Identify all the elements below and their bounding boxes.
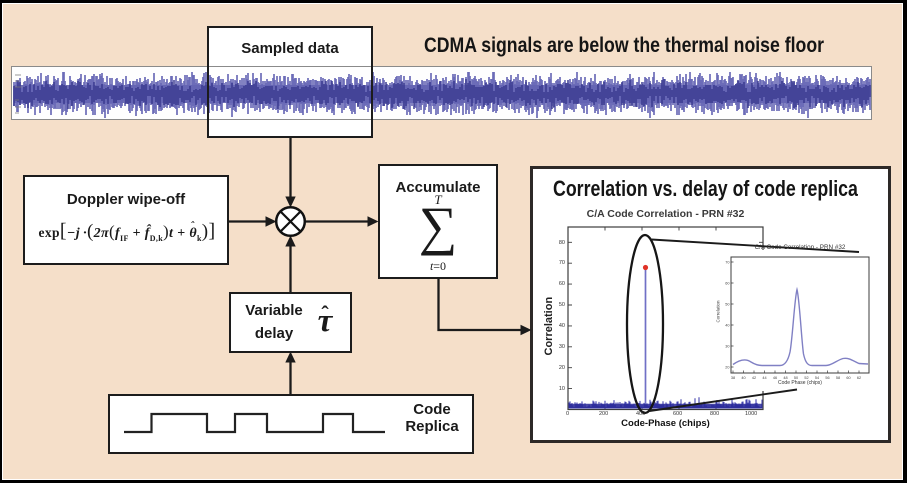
svg-text:58: 58 bbox=[836, 376, 840, 380]
svg-text:46: 46 bbox=[773, 376, 777, 380]
svg-text:44: 44 bbox=[762, 376, 766, 380]
svg-text:50: 50 bbox=[794, 376, 798, 380]
svg-text:20: 20 bbox=[725, 365, 729, 369]
svg-text:70: 70 bbox=[725, 260, 729, 264]
svg-text:42: 42 bbox=[752, 376, 756, 380]
svg-text:38: 38 bbox=[731, 376, 735, 380]
svg-text:56: 56 bbox=[825, 376, 829, 380]
svg-text:30: 30 bbox=[725, 344, 729, 348]
svg-text:52: 52 bbox=[804, 376, 808, 380]
svg-text:48: 48 bbox=[783, 376, 787, 380]
svg-text:60: 60 bbox=[725, 281, 729, 285]
svg-text:40: 40 bbox=[725, 323, 729, 327]
svg-text:62: 62 bbox=[857, 376, 861, 380]
svg-text:60: 60 bbox=[846, 376, 850, 380]
svg-text:50: 50 bbox=[725, 302, 729, 306]
svg-text:40: 40 bbox=[741, 376, 745, 380]
svg-text:54: 54 bbox=[815, 376, 819, 380]
